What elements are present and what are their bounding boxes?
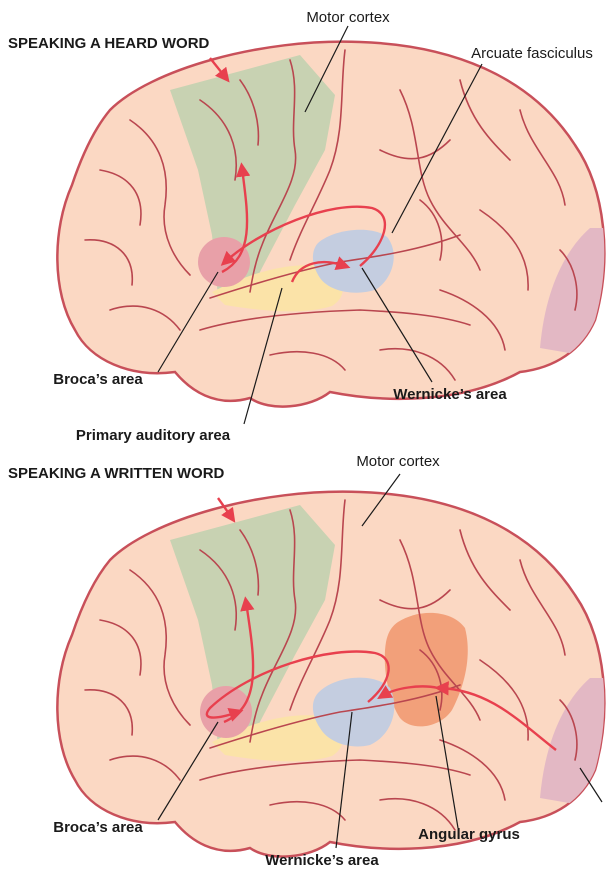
brain-2	[57, 492, 612, 857]
title-heard-word: SPEAKING A HEARD WORD	[8, 35, 210, 52]
label-wernickes-area-1: Wernicke’s area	[393, 386, 507, 403]
label-brocas-area-1: Broca’s area	[53, 371, 143, 388]
label-arcuate-fasciculus: Arcuate fasciculus	[471, 45, 593, 62]
diagram-heard-word: SPEAKING A HEARD WORD Motor cortex Arcua…	[8, 9, 612, 444]
label-angular-gyrus: Angular gyrus	[418, 826, 520, 843]
title-written-word: SPEAKING A WRITTEN WORD	[8, 465, 225, 482]
label-brocas-area-2: Broca’s area	[53, 819, 143, 836]
label-wernickes-area-2: Wernicke’s area	[265, 852, 379, 869]
brocas-area-region	[198, 237, 250, 287]
label-primary-auditory-area: Primary auditory area	[76, 427, 231, 444]
label-motor-cortex-2: Motor cortex	[356, 453, 440, 470]
diagram-written-word: SPEAKING A WRITTEN WORD Motor cortex Bro…	[8, 453, 612, 869]
label-motor-cortex-1: Motor cortex	[306, 9, 390, 26]
brain-1	[57, 42, 612, 407]
